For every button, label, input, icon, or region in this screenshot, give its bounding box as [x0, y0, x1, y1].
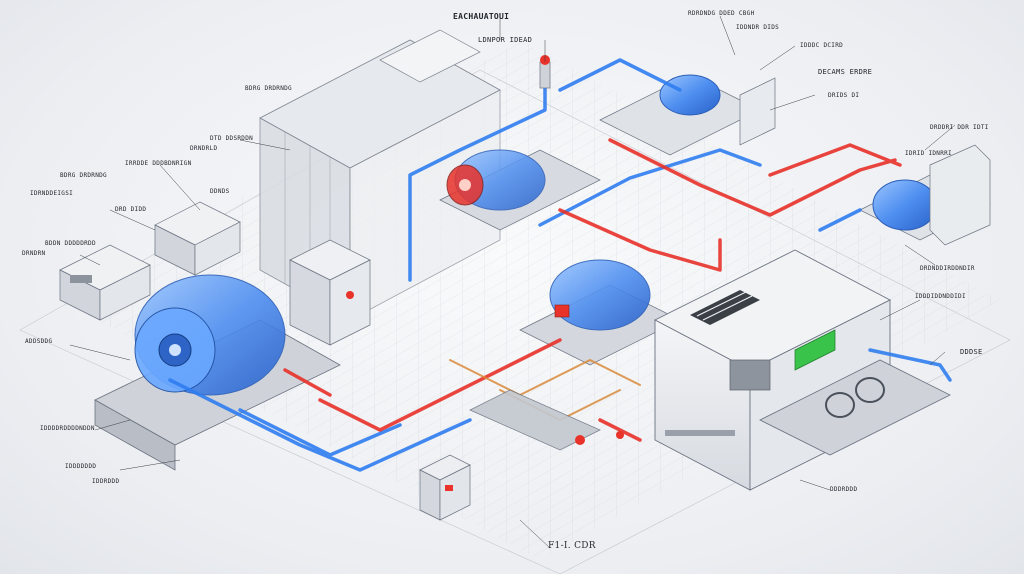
- label-bottom-left-3: IDDRDDD: [92, 478, 120, 485]
- label-top-center-2: LDNPOR IDEAD: [478, 36, 533, 44]
- cold-water-piping: [168, 58, 952, 472]
- label-top-right-5: DRIDS DI: [828, 92, 860, 99]
- label-bottom-left-2: IDDDDDDD: [65, 463, 97, 470]
- label-left-10: ADDSDDG: [25, 338, 53, 345]
- label-left-1: BDRG DRDRNDG: [245, 85, 292, 92]
- label-bottom-center: F1-I. CDR: [548, 541, 596, 551]
- top-right-pump: [599, 74, 776, 156]
- label-top-right-1: RDRDNDG DDED CBGH: [688, 10, 755, 17]
- label-bottom-left-1: IDDDDRDDDDNDDN: [40, 425, 95, 432]
- label-left-6: IDRNDDEIGSI: [30, 190, 74, 197]
- hot-water-piping: [283, 138, 902, 442]
- label-right-4: IDDDIDDNDDIDI: [915, 293, 966, 300]
- label-left-9: BDDN DDDDDRDD: [45, 240, 96, 247]
- label-left-5: DDNDS: [210, 188, 230, 195]
- upper-blue-pump: [439, 149, 601, 231]
- label-right-1: DRDDRI DDR IDTI: [930, 124, 989, 131]
- label-left-11: DRNDRLD: [190, 145, 218, 152]
- annotation-leaders: [69, 14, 956, 549]
- label-top-right-2: IDDNDR DIDS: [736, 24, 780, 31]
- control-panel-left-a: [59, 244, 151, 321]
- label-left-3: IRRDDE DDDBDNRIGN: [125, 160, 192, 167]
- label-top-center: EACHAUATOUI: [453, 12, 510, 21]
- label-top-right-4: IDDDC DCIRD: [800, 42, 844, 49]
- label-bottom-right: DDDRDDD: [830, 486, 858, 493]
- control-panel-left-b: [154, 201, 241, 276]
- label-left-8: DRNDRN: [22, 250, 46, 257]
- right-machine-skid: [759, 359, 951, 456]
- label-top-right-3: DECAMS ERDRE: [818, 68, 873, 76]
- label-right-2: IDRID IDNRRI: [905, 150, 952, 157]
- label-left-4: BDRG DRDRNDG: [60, 172, 107, 179]
- label-right-3: DRDNDDIRDDNDIR: [920, 265, 975, 272]
- center-blue-pump: [519, 259, 681, 366]
- right-side-pump: [859, 144, 991, 246]
- label-right-5: DDDSE: [960, 348, 983, 356]
- bottom-control-box: [419, 454, 471, 521]
- label-left-7: DRD DIDD: [115, 206, 147, 213]
- valve-assembly: [469, 55, 624, 451]
- junction-box-center: [289, 239, 371, 346]
- label-left-2: DTD DDSRDDN: [210, 135, 254, 142]
- large-blue-motor: [94, 274, 341, 471]
